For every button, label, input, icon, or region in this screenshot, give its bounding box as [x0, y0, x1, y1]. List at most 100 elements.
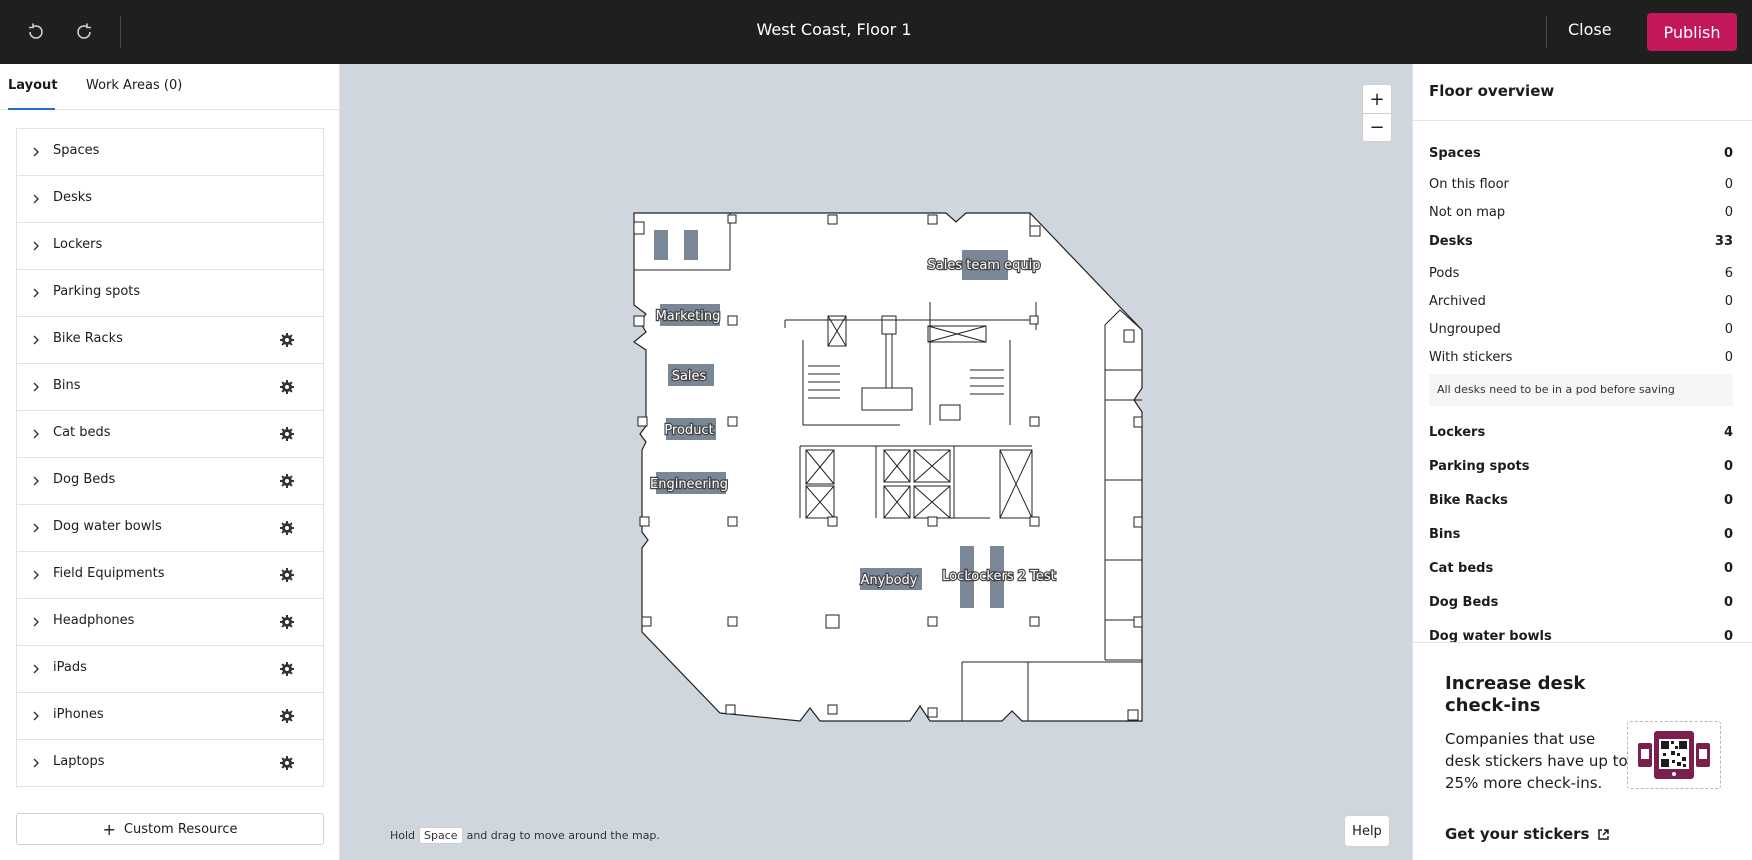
stat-value: 0 [1723, 146, 1733, 161]
resource-row-label: Spaces [53, 143, 100, 158]
gear-icon[interactable] [279, 426, 295, 442]
resource-row[interactable]: Bike Racks [17, 317, 323, 364]
close-button[interactable]: Close [1568, 20, 1612, 39]
resource-row[interactable]: Desks [17, 176, 323, 223]
chevron-right-icon [33, 194, 39, 204]
get-stickers-link[interactable]: Get your stickers [1445, 825, 1610, 843]
stat-label: Ungrouped [1429, 322, 1501, 337]
resource-row-label: Dog water bowls [53, 519, 162, 534]
stat-label: Dog water bowls [1429, 629, 1552, 644]
resource-row[interactable]: Spaces [17, 129, 323, 176]
resource-row-label: Cat beds [53, 425, 111, 440]
stat-value: 0 [1724, 177, 1733, 192]
custom-resource-label: Custom Resource [123, 821, 238, 837]
qr-sticker-icon [1638, 731, 1710, 779]
gear-icon[interactable] [279, 332, 295, 348]
zoom-in-button[interactable]: + [1369, 88, 1385, 110]
get-stickers-label: Get your stickers [1445, 825, 1590, 843]
undo-icon [29, 23, 43, 39]
chevron-right-icon [33, 617, 39, 627]
stat-label: Archived [1429, 294, 1486, 309]
stat-value: 0 [1724, 205, 1733, 220]
gear-icon[interactable] [279, 614, 295, 630]
add-custom-resource-button[interactable]: + Custom Resource [16, 813, 324, 845]
gear-icon[interactable] [279, 661, 295, 677]
stat-label: Pods [1429, 266, 1460, 281]
chevron-right-icon [33, 382, 39, 392]
gear-icon[interactable] [279, 473, 295, 489]
sticker-promo: Increase desk check-ins Companies that u… [1413, 642, 1752, 860]
stat-label: Bike Racks [1429, 493, 1508, 508]
stat-label: Parking spots [1429, 459, 1530, 474]
publish-button[interactable]: Publish [1647, 13, 1737, 51]
gear-icon[interactable] [279, 567, 295, 583]
gear-icon[interactable] [279, 379, 295, 395]
stat-label: With stickers [1429, 350, 1513, 365]
stat-row: With stickers 0 [1429, 350, 1733, 365]
tab-layout[interactable]: Layout [8, 78, 58, 93]
resource-row-label: Parking spots [53, 284, 141, 299]
zoom-out-button[interactable]: − [1363, 113, 1391, 141]
resource-row-label: iPads [53, 660, 87, 675]
stat-value: 0 [1723, 527, 1733, 542]
map-label-product: Product [664, 423, 713, 438]
toolbar-divider [1546, 16, 1547, 48]
help-button[interactable]: Help [1344, 815, 1390, 847]
stat-value: 0 [1724, 294, 1733, 309]
tab-work-areas[interactable]: Work Areas (0) [86, 78, 183, 93]
promo-heading: Increase desk check-ins [1445, 673, 1586, 716]
stat-value: 0 [1724, 322, 1733, 337]
active-tab-indicator [8, 108, 55, 110]
resource-row[interactable]: Dog water bowls [17, 505, 323, 552]
resource-row[interactable]: iPads [17, 646, 323, 693]
stat-label: On this floor [1429, 177, 1509, 192]
resource-row[interactable]: Cat beds [17, 411, 323, 458]
map-label-engineering: Engineering [650, 477, 728, 492]
chevron-right-icon [33, 664, 39, 674]
stat-value: 33 [1714, 234, 1733, 249]
floor-map-canvas[interactable]: Sales team equip Marketing Sales Product… [340, 64, 1412, 860]
resource-row[interactable]: Dog Beds [17, 458, 323, 505]
chevron-right-icon [33, 758, 39, 768]
resource-row[interactable]: Field Equipments [17, 552, 323, 599]
floor-title: West Coast, Floor 1 [756, 20, 912, 39]
gear-icon[interactable] [279, 708, 295, 724]
resource-row[interactable]: Bins [17, 364, 323, 411]
resource-row[interactable]: Headphones [17, 599, 323, 646]
undo-button[interactable] [22, 18, 50, 46]
floor-plan: Sales team equip Marketing Sales Product… [632, 212, 1143, 722]
resource-row-label: Headphones [53, 613, 135, 628]
stat-row: Archived 0 [1429, 294, 1733, 309]
resource-row-label: Bike Racks [53, 331, 123, 346]
resource-row-label: Bins [53, 378, 81, 393]
pod-warning-note: All desks need to be in a pod before sav… [1429, 374, 1733, 406]
promo-text: Companies that use desk stickers have up… [1445, 730, 1628, 792]
sticker-image [1627, 721, 1721, 789]
plus-icon: + [102, 819, 116, 839]
resource-row[interactable]: iPhones [17, 693, 323, 740]
map-label-sales: Sales [672, 369, 707, 384]
redo-button[interactable] [70, 18, 98, 46]
external-link-icon [1598, 828, 1610, 840]
top-bar: West Coast, Floor 1 Close Publish [0, 0, 1752, 64]
resource-row[interactable]: Parking spots [17, 270, 323, 317]
stat-value: 6 [1724, 266, 1733, 281]
stat-row: Pods 6 [1429, 266, 1733, 281]
stat-label: Cat beds [1429, 561, 1494, 576]
stat-value: 0 [1724, 350, 1733, 365]
resource-row[interactable]: Laptops [17, 740, 323, 787]
gear-icon[interactable] [279, 520, 295, 536]
resource-row[interactable]: Lockers [17, 223, 323, 270]
stat-label: Dog Beds [1429, 595, 1499, 610]
chevron-right-icon [33, 147, 39, 157]
map-label-lockers-2-test: Lockers 2 Test [964, 569, 1055, 584]
hint-key: Space [419, 827, 463, 844]
gear-icon[interactable] [279, 755, 295, 771]
stat-row: On this floor 0 [1429, 177, 1733, 192]
